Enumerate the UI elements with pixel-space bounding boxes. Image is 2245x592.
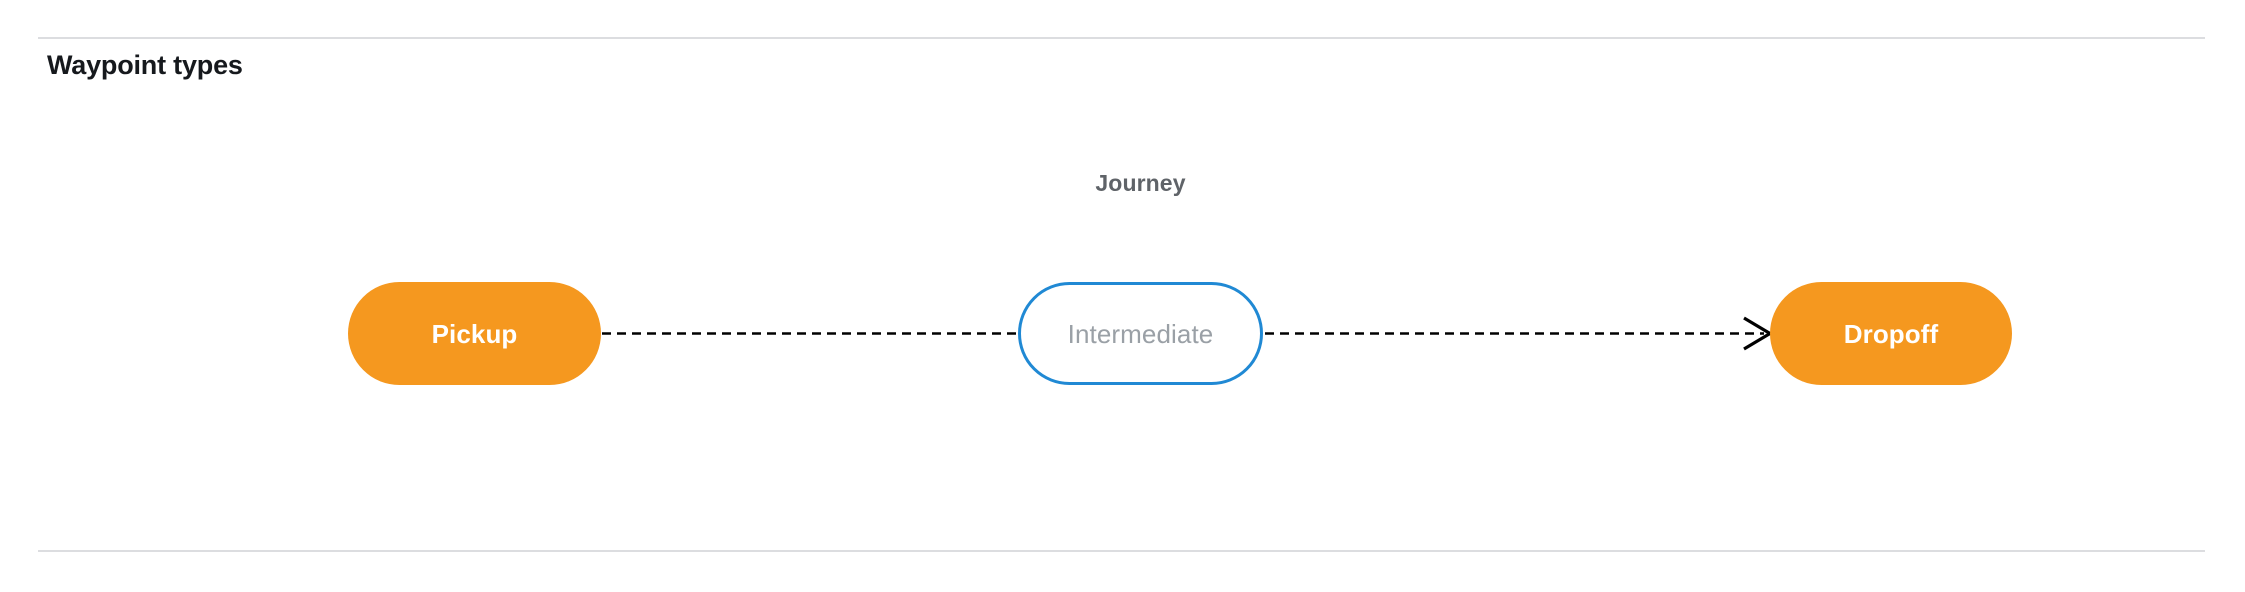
node-dropoff[interactable]: Dropoff bbox=[1770, 282, 2012, 385]
arrowhead-icon bbox=[1743, 316, 1774, 351]
page-title: Waypoint types bbox=[47, 50, 243, 80]
section-divider-top bbox=[38, 37, 2205, 39]
journey-group-label: Journey bbox=[1095, 170, 1186, 196]
node-pickup-label: Pickup bbox=[431, 318, 518, 349]
node-pickup[interactable]: Pickup bbox=[348, 282, 601, 385]
node-intermediate[interactable]: Intermediate bbox=[1018, 282, 1263, 385]
section-divider-bottom bbox=[38, 550, 2205, 552]
node-dropoff-label: Dropoff bbox=[1843, 318, 1939, 349]
node-intermediate-label: Intermediate bbox=[1067, 318, 1214, 349]
